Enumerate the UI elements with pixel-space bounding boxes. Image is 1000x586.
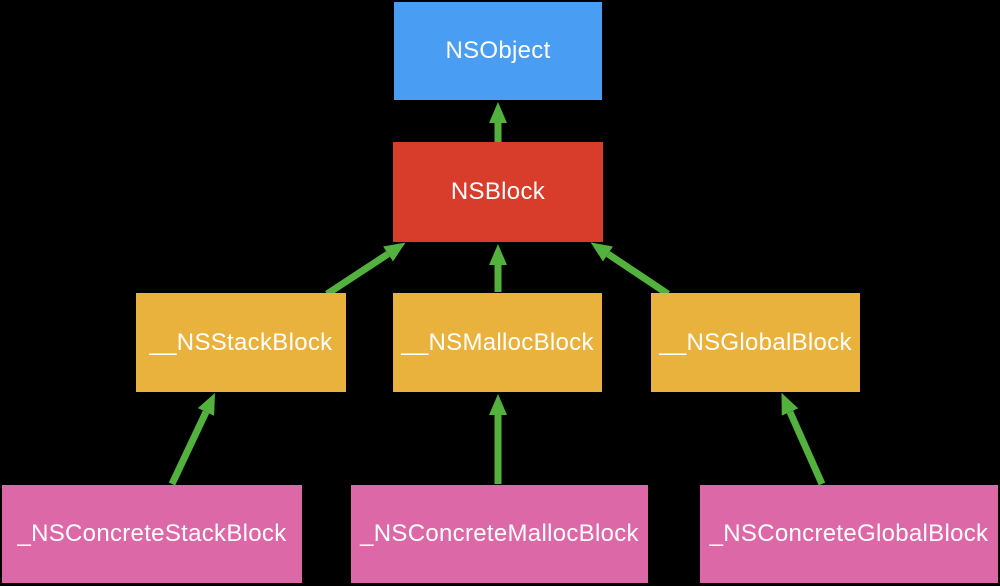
node-nsconcretestackblock: _NSConcreteStackBlock: [2, 485, 302, 583]
edge-stackblock-to-nsblock: [325, 242, 406, 297]
node-nsblock-label: NSBlock: [450, 178, 546, 205]
edge-concreteglobal-to-globalblock: [781, 392, 826, 486]
edge-concretestack-to-stackblock: [168, 393, 215, 486]
node-nsstackblock-label: __NSStackBlock: [149, 328, 333, 356]
node-nsstackblock: __NSStackBlock: [136, 293, 346, 392]
node-nsconcreteglobalblock: _NSConcreteGlobalBlock: [700, 485, 998, 583]
node-nsconcretemallocblock-label: _NSConcreteMallocBlock: [360, 520, 639, 547]
node-nsobject-label: NSObject: [445, 37, 551, 64]
node-nsblock: NSBlock: [393, 142, 603, 242]
edge-globalblock-to-nsblock: [590, 242, 670, 297]
node-nsglobalblock-label: __NSGlobalBlock: [659, 328, 852, 356]
node-nsconcretestackblock-label: _NSConcreteStackBlock: [17, 520, 287, 547]
node-nsconcreteglobalblock-label: _NSConcreteGlobalBlock: [709, 520, 989, 547]
node-nsobject: NSObject: [394, 2, 602, 100]
node-nsmallocblock: __NSMallocBlock: [393, 293, 602, 392]
node-nsmallocblock-label: __NSMallocBlock: [401, 328, 594, 356]
node-nsconcretemallocblock: _NSConcreteMallocBlock: [351, 485, 648, 583]
node-nsglobalblock: __NSGlobalBlock: [651, 293, 860, 392]
